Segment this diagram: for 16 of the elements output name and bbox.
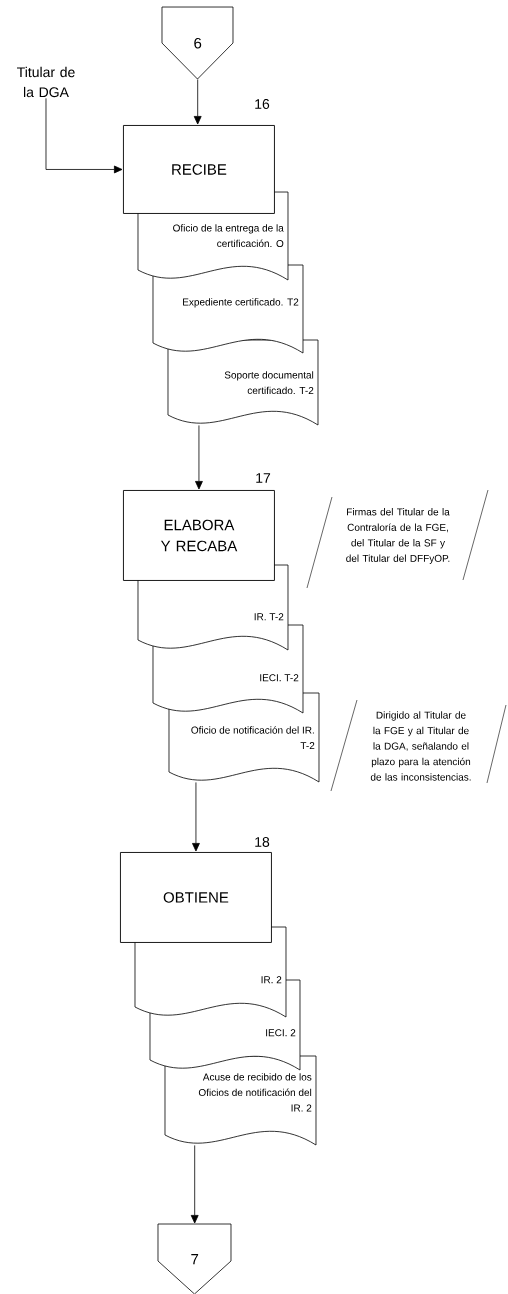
arrow: [45, 97, 123, 174]
process-box: RECIBE: [123, 125, 275, 214]
process-box: OBTIENE: [120, 852, 272, 943]
annotation: Dirigido al Titular de la FGE y al Titular de la DGA, señalando el plazo para la atención de las inconsistencias.: [330, 699, 507, 792]
off-page-connector: 6: [161, 6, 234, 80]
arrow: [195, 425, 203, 490]
step-number: 18: [255, 837, 270, 847]
process-box: ELABORA Y RECABA: [123, 490, 275, 581]
arrow: [190, 1145, 199, 1224]
annotation: Firmas del Titular de la Contraloría de la FGE, del Titular de la SF y del Titular del DFFyOP.: [306, 489, 489, 589]
actor-label: Titular de la DGA: [17, 66, 75, 98]
step-number: 16: [255, 99, 270, 109]
step-number: 17: [256, 473, 271, 483]
arrow: [193, 79, 202, 125]
off-page-connector: 7: [157, 1223, 232, 1294]
arrow: [192, 782, 200, 852]
